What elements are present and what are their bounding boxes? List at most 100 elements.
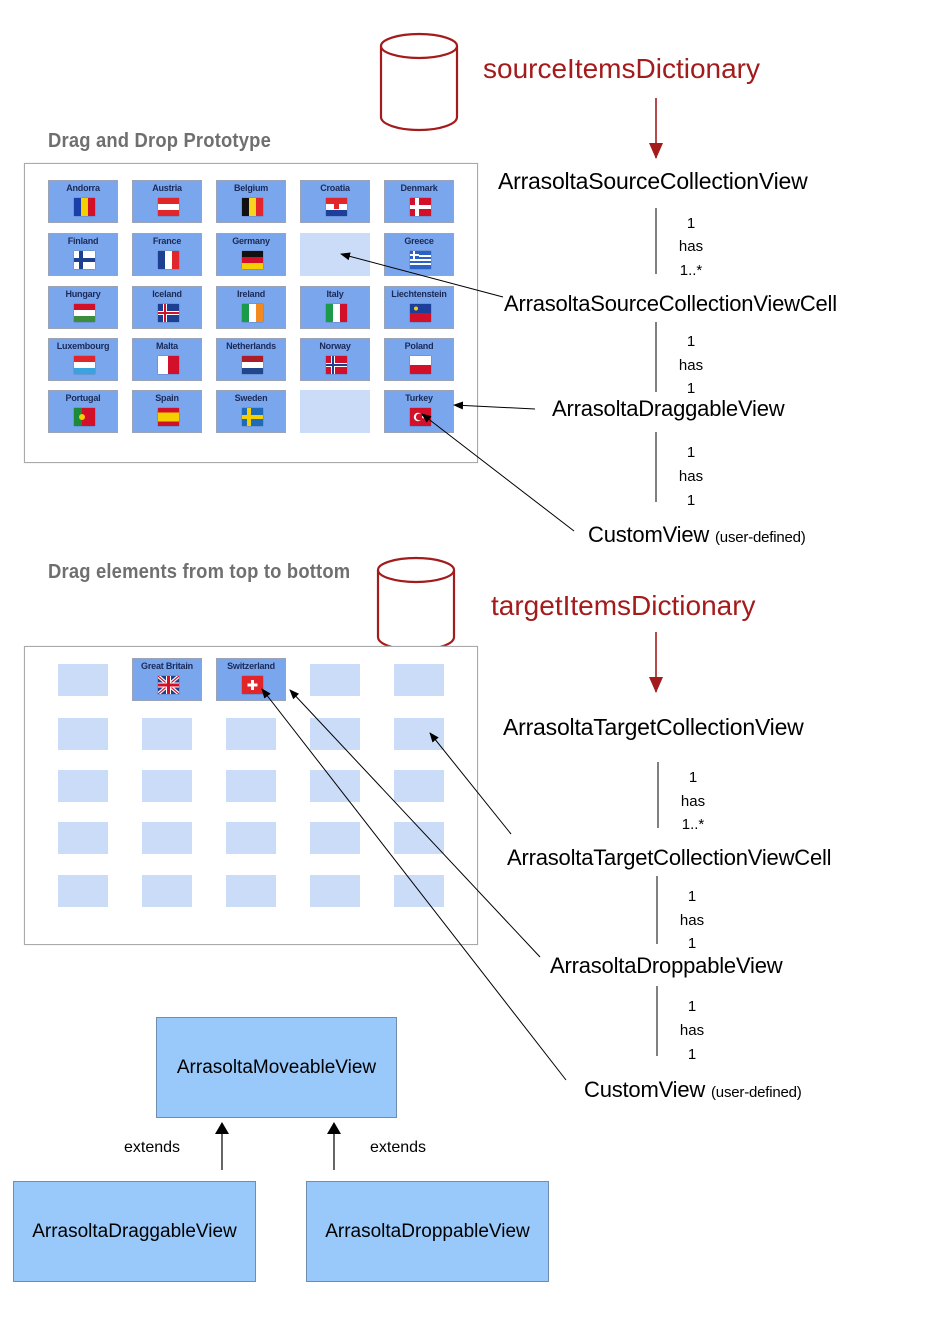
- empty-target-slot[interactable]: [310, 875, 360, 907]
- country-cell-greatbritain[interactable]: Great Britain: [132, 658, 202, 701]
- empty-target-slot[interactable]: [58, 770, 108, 802]
- country-cell-belgium[interactable]: Belgium: [216, 180, 286, 223]
- source-rel2-bottom: 1: [686, 380, 696, 397]
- country-name-label: Germany: [232, 236, 270, 246]
- target-rel1-top: 1: [688, 769, 698, 786]
- empty-target-slot[interactable]: [142, 875, 192, 907]
- target-collection-view-label: ArrasoltaTargetCollectionView: [503, 714, 804, 740]
- belgium-flag-icon: [242, 198, 263, 216]
- right-extends-label: extends: [370, 1139, 427, 1156]
- country-name-label: Norway: [319, 341, 351, 351]
- ireland-flag-icon: [242, 304, 263, 322]
- empty-target-slot[interactable]: [58, 718, 108, 750]
- finland-flag-icon: [74, 251, 95, 269]
- country-cell-switzerland[interactable]: Switzerland: [216, 658, 286, 701]
- empty-source-cell[interactable]: [300, 390, 370, 433]
- country-cell-spain[interactable]: Spain: [132, 390, 202, 433]
- malta-flag-icon: [158, 356, 179, 374]
- netherlands-flag-icon: [242, 356, 263, 374]
- italy-flag-icon: [326, 304, 347, 322]
- source-rel3-top: 1: [686, 444, 696, 461]
- target-database-icon: [376, 556, 456, 655]
- country-cell-poland[interactable]: Poland: [384, 338, 454, 381]
- source-database-icon: [379, 32, 459, 132]
- target-dictionary-label: targetItemsDictionary: [491, 590, 756, 621]
- target-rel1-mid: has: [680, 793, 706, 810]
- poland-flag-icon: [410, 356, 431, 374]
- country-cell-portugal[interactable]: Portugal: [48, 390, 118, 433]
- empty-source-cell[interactable]: [300, 233, 370, 276]
- switzerland-flag-icon: [242, 676, 263, 694]
- country-cell-greece[interactable]: Greece: [384, 233, 454, 276]
- country-cell-hungary[interactable]: Hungary: [48, 286, 118, 329]
- empty-target-slot[interactable]: [226, 718, 276, 750]
- country-cell-liechtenstein[interactable]: Liechtenstein: [384, 286, 454, 329]
- country-name-label: Italy: [326, 289, 344, 299]
- country-cell-netherlands[interactable]: Netherlands: [216, 338, 286, 381]
- target-droppable-view-label: ArrasoltaDroppableView: [550, 953, 783, 978]
- empty-target-slot[interactable]: [142, 770, 192, 802]
- empty-target-slot[interactable]: [394, 718, 444, 750]
- country-name-label: Spain: [155, 393, 179, 403]
- spain-flag-icon: [158, 408, 179, 426]
- empty-target-slot[interactable]: [310, 718, 360, 750]
- country-cell-turkey[interactable]: Turkey: [384, 390, 454, 433]
- source-rel3-bottom: 1: [686, 492, 696, 509]
- empty-target-slot[interactable]: [394, 875, 444, 907]
- country-name-label: Finland: [67, 236, 99, 246]
- country-name-label: Switzerland: [227, 661, 275, 671]
- country-name-label: Austria: [152, 183, 182, 193]
- country-cell-italy[interactable]: Italy: [300, 286, 370, 329]
- empty-target-slot[interactable]: [142, 718, 192, 750]
- empty-target-slot[interactable]: [394, 770, 444, 802]
- country-cell-germany[interactable]: Germany: [216, 233, 286, 276]
- target-custom-view-label: CustomView (user-defined): [584, 1077, 802, 1102]
- country-cell-luxembourg[interactable]: Luxembourg: [48, 338, 118, 381]
- country-name-label: Netherlands: [226, 341, 276, 351]
- country-cell-finland[interactable]: Finland: [48, 233, 118, 276]
- country-cell-norway[interactable]: Norway: [300, 338, 370, 381]
- source-panel-heading: Drag and Drop Prototype: [48, 130, 272, 152]
- country-name-label: Poland: [404, 341, 434, 351]
- country-cell-austria[interactable]: Austria: [132, 180, 202, 223]
- country-cell-malta[interactable]: Malta: [132, 338, 202, 381]
- country-cell-denmark[interactable]: Denmark: [384, 180, 454, 223]
- empty-target-slot[interactable]: [394, 822, 444, 854]
- country-cell-croatia[interactable]: Croatia: [300, 180, 370, 223]
- croatia-flag-icon: [326, 198, 347, 216]
- denmark-flag-icon: [410, 198, 431, 216]
- country-cell-iceland[interactable]: Iceland: [132, 286, 202, 329]
- empty-target-slot[interactable]: [142, 822, 192, 854]
- empty-target-slot[interactable]: [58, 664, 108, 696]
- empty-target-slot[interactable]: [226, 770, 276, 802]
- source-rel1-top: 1: [686, 215, 696, 232]
- source-rel2-top: 1: [686, 333, 696, 350]
- country-name-label: Sweden: [234, 393, 268, 403]
- empty-target-slot[interactable]: [58, 822, 108, 854]
- country-name-label: Ireland: [236, 289, 266, 299]
- empty-target-slot[interactable]: [58, 875, 108, 907]
- target-rel1-bottom: 1..*: [681, 816, 705, 833]
- country-cell-ireland[interactable]: Ireland: [216, 286, 286, 329]
- country-cell-andorra[interactable]: Andorra: [48, 180, 118, 223]
- target-rel3-bottom: 1: [687, 1046, 697, 1063]
- empty-target-slot[interactable]: [226, 875, 276, 907]
- liechtenstein-flag-icon: [410, 304, 431, 322]
- portugal-flag-icon: [74, 408, 95, 426]
- andorra-flag-icon: [74, 198, 95, 216]
- target-panel-heading: Drag elements from top to bottom: [48, 561, 351, 583]
- empty-target-slot[interactable]: [310, 822, 360, 854]
- empty-target-slot[interactable]: [226, 822, 276, 854]
- empty-target-slot[interactable]: [394, 664, 444, 696]
- empty-target-slot[interactable]: [310, 664, 360, 696]
- empty-target-slot[interactable]: [310, 770, 360, 802]
- sweden-flag-icon: [242, 408, 263, 426]
- target-rel2-bottom: 1: [687, 935, 697, 952]
- left-extends-label: extends: [124, 1139, 181, 1156]
- country-cell-france[interactable]: France: [132, 233, 202, 276]
- source-dictionary-label: sourceItemsDictionary: [483, 53, 760, 84]
- country-cell-sweden[interactable]: Sweden: [216, 390, 286, 433]
- country-name-label: Greece: [404, 236, 434, 246]
- country-name-label: Croatia: [320, 183, 350, 193]
- luxembourg-flag-icon: [74, 356, 95, 374]
